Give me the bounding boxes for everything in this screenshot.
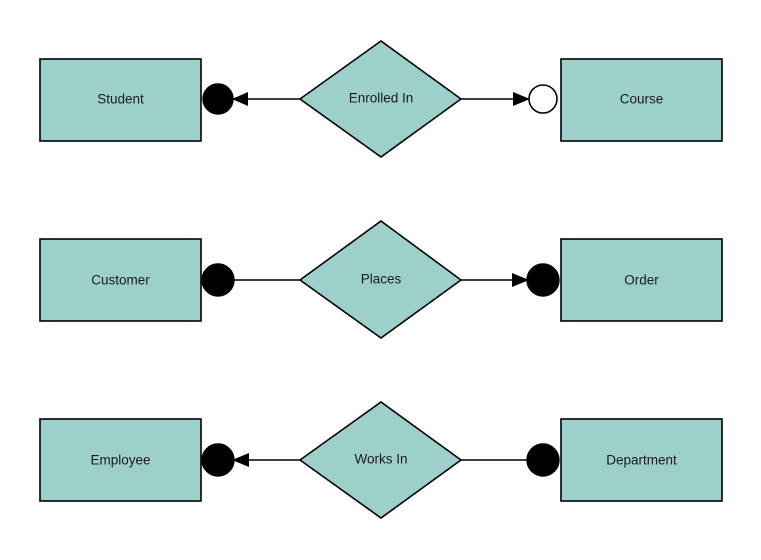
cardinality-marker-filled-circle-employee[interactable] <box>201 443 235 477</box>
relationship-label-places: Places <box>361 272 402 287</box>
entity-box-course[interactable] <box>560 58 723 142</box>
entity-label-employee: Employee <box>90 453 150 468</box>
arrowhead-left-3 <box>232 453 249 467</box>
entity-label-student: Student <box>97 92 144 107</box>
relationship-diamond-works-in[interactable] <box>298 401 463 519</box>
arrowhead-left-1 <box>232 92 248 106</box>
arrowhead-right-1 <box>513 92 530 106</box>
cardinality-marker-filled-circle-student[interactable] <box>202 83 234 115</box>
relationship-row-customer-order: Customer Places Order <box>39 220 723 339</box>
cardinality-marker-filled-circle-customer[interactable] <box>201 263 235 297</box>
relationship-row-student-course: Student Enrolled In Course <box>39 40 723 158</box>
entity-label-department: Department <box>606 453 677 468</box>
entity-box-employee[interactable] <box>39 418 202 502</box>
entity-label-course: Course <box>620 92 664 107</box>
cardinality-marker-filled-circle-order[interactable] <box>526 263 560 297</box>
cardinality-marker-hollow-circle-course[interactable] <box>528 84 558 114</box>
entity-box-department[interactable] <box>560 418 723 502</box>
relationship-diamond-enrolled-in[interactable] <box>298 40 463 158</box>
entity-box-student[interactable] <box>39 58 202 142</box>
relationship-label-works-in: Works In <box>354 452 407 467</box>
cardinality-marker-filled-circle-department[interactable] <box>526 443 560 477</box>
entity-label-customer: Customer <box>91 273 150 288</box>
arrowhead-right-2 <box>512 273 529 287</box>
entity-box-order[interactable] <box>560 238 723 322</box>
relationship-row-employee-department: Employee Works In Department <box>39 401 723 519</box>
relationship-diamond-places[interactable] <box>298 220 463 339</box>
entity-box-customer[interactable] <box>39 238 202 322</box>
entity-label-order: Order <box>624 273 659 288</box>
relationship-label-enrolled-in: Enrolled In <box>349 91 414 106</box>
